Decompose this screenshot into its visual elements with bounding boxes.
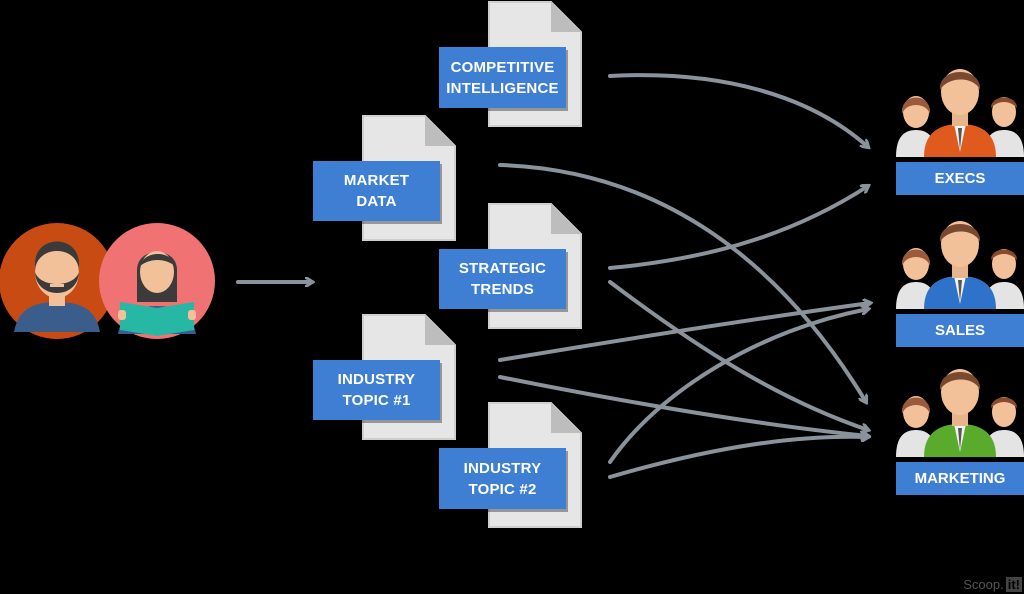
- doc-label-strategic-trends: STRATEGIC TRENDS: [439, 249, 566, 309]
- team-icon: [896, 221, 1024, 309]
- arrow-strategic-to-execs: [608, 186, 868, 270]
- arrow-topic2-to-marketing: [608, 437, 868, 479]
- audience-label: MARKETING: [896, 462, 1024, 495]
- brand-watermark: Scoop. it!: [963, 577, 1022, 592]
- audience-label: SALES: [896, 314, 1024, 347]
- doc-label-competitive-intelligence: COMPETITIVE INTELLIGENCE: [439, 47, 566, 108]
- curators: [0, 222, 220, 347]
- audience-group-marketing: MARKETING: [896, 362, 1024, 495]
- team-icon: [896, 369, 1024, 457]
- audience-label: EXECS: [896, 162, 1024, 195]
- arrow-strategic-to-marketing: [608, 280, 868, 430]
- arrow-market-to-marketing: [498, 163, 866, 402]
- audience-group-sales: SALES: [896, 214, 1024, 347]
- doc-label-industry-topic-1: INDUSTRY TOPIC #1: [313, 360, 440, 420]
- audience-group-execs: EXECS: [896, 62, 1024, 195]
- book-icon: [118, 302, 196, 336]
- arrow-topic2-to-sales: [608, 309, 868, 464]
- curator-avatars: [0, 223, 215, 339]
- man-avatar-icon: [14, 241, 100, 332]
- brand-text: Scoop.: [963, 577, 1004, 592]
- doc-label-industry-topic-2: INDUSTRY TOPIC #2: [439, 448, 566, 509]
- brand-mark: it!: [1005, 577, 1022, 592]
- arrow-topic1-to-sales: [498, 303, 870, 362]
- arrow-topic1-to-marketing: [498, 375, 868, 436]
- doc-label-market-data: MARKET DATA: [313, 161, 440, 221]
- team-icon: [896, 69, 1024, 157]
- arrow-competitive-to-execs: [608, 73, 868, 147]
